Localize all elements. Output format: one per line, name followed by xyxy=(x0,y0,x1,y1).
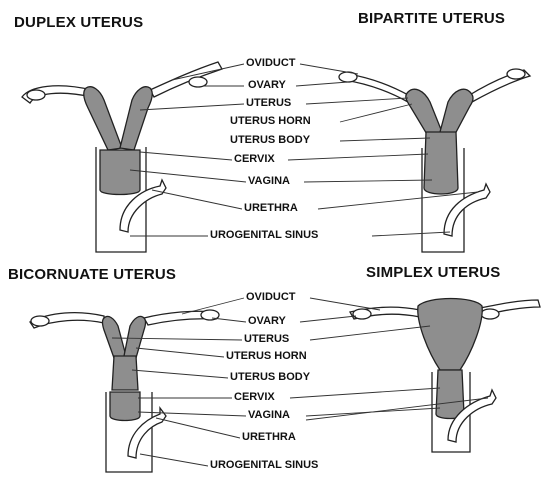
duplex-uterus-left xyxy=(83,86,123,151)
bottom-label-ovary: OVARY xyxy=(246,315,288,328)
bicornuate-cervix xyxy=(109,391,141,422)
top-label-vagina: VAGINA xyxy=(246,175,292,188)
bottom-label-vagina: VAGINA xyxy=(246,409,292,422)
bottom-label-uterus: UTERUS xyxy=(242,333,292,346)
top-label-cervix: CERVIX xyxy=(232,153,277,166)
simplex-uterus xyxy=(417,297,483,371)
duplex-ovary-right xyxy=(188,76,208,88)
title-duplex-uterus: DUPLEX UTERUS xyxy=(14,14,144,31)
bipartite-uterus-horn-right xyxy=(439,88,474,137)
simplex-uterus-drawing xyxy=(349,297,541,453)
simplex-cervix xyxy=(435,369,465,420)
duplex-oviduct-right xyxy=(149,61,223,98)
bipartite-urethra xyxy=(443,182,491,237)
bicornuate-ovary-right xyxy=(200,309,220,321)
bottom-leader-lines xyxy=(111,297,489,467)
top-label-ovary: OVARY xyxy=(246,79,288,92)
duplex-uterus-right xyxy=(119,86,153,151)
simplex-ovary-right xyxy=(480,308,500,320)
bottom-label-urogenital-sinus: UROGENITAL SINUS xyxy=(208,459,321,472)
top-label-uterus-body: UTERUS BODY xyxy=(228,134,313,147)
bicornuate-uterus-body xyxy=(111,355,139,391)
duplex-urethra xyxy=(119,178,167,233)
bottom-label-cervix: CERVIX xyxy=(232,391,277,404)
bicornuate-uterus-drawing xyxy=(29,309,220,473)
top-label-urethra: URETHRA xyxy=(242,202,300,215)
duplex-uterus-drawing xyxy=(21,61,223,253)
duplex-cervix xyxy=(99,149,141,196)
bipartite-ovary-right xyxy=(506,68,526,80)
bipartite-uterus-drawing xyxy=(338,68,532,253)
bottom-label-uterus-body: UTERUS BODY xyxy=(228,371,313,384)
simplex-ovary-left xyxy=(352,308,372,320)
bottom-label-urethra: URETHRA xyxy=(240,431,298,444)
top-leader-lines xyxy=(129,63,479,237)
bicornuate-uterus-horn-right xyxy=(123,315,147,359)
bottom-label-oviduct: OVIDUCT xyxy=(244,291,298,304)
title-bicornuate-uterus: BICORNUATE UTERUS xyxy=(8,266,177,283)
bicornuate-uterus-horn-left xyxy=(101,315,127,359)
title-simplex-uterus: SIMPLEX UTERUS xyxy=(366,264,501,281)
bicornuate-sinus xyxy=(105,392,153,473)
bicornuate-ovary-left xyxy=(30,315,50,327)
top-label-uterus-horn: UTERUS HORN xyxy=(228,115,313,128)
duplex-ovary-left xyxy=(26,89,46,101)
title-bipartite-uterus: BIPARTITE UTERUS xyxy=(358,10,506,27)
bipartite-uterus-body xyxy=(423,131,459,195)
bipartite-uterus-horn-left xyxy=(405,88,443,137)
top-label-urogenital-sinus: UROGENITAL SINUS xyxy=(208,229,321,242)
simplex-urethra xyxy=(447,388,497,443)
top-label-oviduct: OVIDUCT xyxy=(244,57,298,70)
bicornuate-urethra xyxy=(127,406,167,459)
bottom-label-uterus-horn: UTERUS HORN xyxy=(224,350,309,363)
top-label-uterus: UTERUS xyxy=(244,97,294,110)
